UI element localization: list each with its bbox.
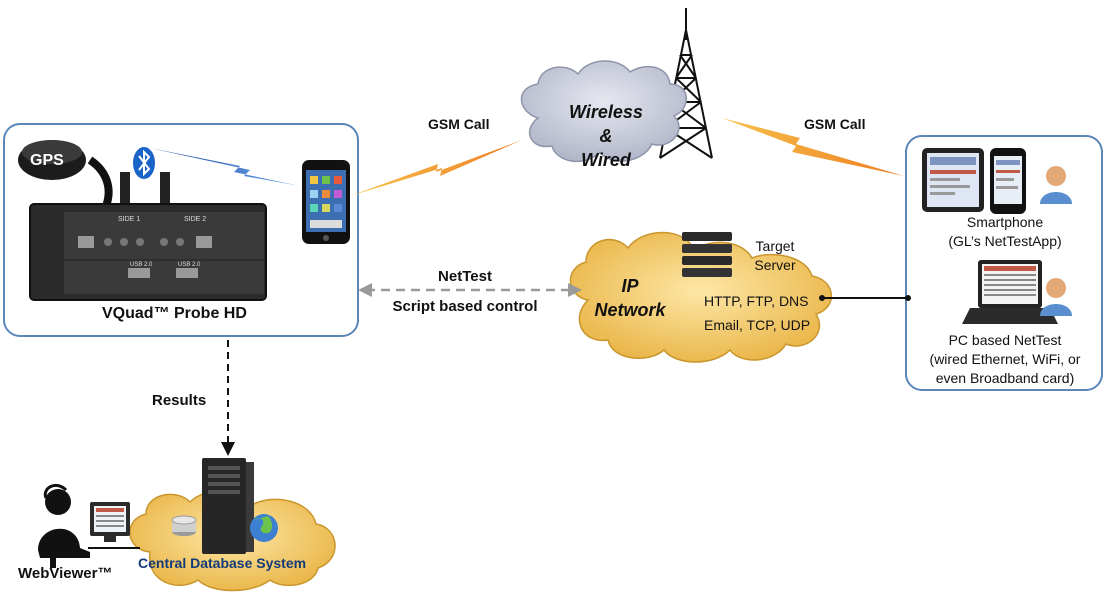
probe-device-icon	[29, 172, 267, 301]
database-label: Central Database System	[138, 555, 307, 571]
ip-protocols-line2: Email, TCP, UDP	[704, 317, 811, 333]
ip-to-pc-link	[819, 295, 911, 301]
webviewer-monitor-icon	[88, 502, 140, 549]
nettest-link	[358, 283, 582, 297]
phone-icon	[990, 148, 1026, 214]
gps-label: GPS	[30, 152, 64, 169]
globe-icon	[250, 514, 278, 542]
gsm-call-right-label: GSM Call	[804, 116, 866, 132]
pc-label-line2: (wired Ethernet, WiFi, or	[929, 351, 1081, 367]
usb2-label: USB 2.0	[178, 262, 201, 268]
ip-cloud-line2: Network	[594, 300, 666, 320]
side1-label: SIDE 1	[118, 216, 141, 223]
ip-cloud-line1: IP	[621, 276, 639, 296]
webviewer-operator-icon	[38, 484, 90, 568]
gps-antenna-icon	[18, 140, 113, 208]
wireless-cloud-line3: Wired	[581, 150, 631, 170]
target-server-icon	[682, 232, 732, 277]
ip-network-cloud	[569, 231, 833, 363]
laptop-icon	[962, 260, 1058, 324]
tablet-icon	[922, 148, 984, 212]
smartphone-label-line1: Smartphone	[966, 214, 1044, 230]
side2-label: SIDE 2	[184, 216, 207, 223]
smartphone-icon	[302, 160, 350, 244]
target-server-label-line2: Server	[754, 257, 796, 273]
ip-protocols-line1: HTTP, FTP, DNS	[704, 293, 809, 309]
bluetooth-icon	[133, 147, 155, 179]
database-server-icon	[202, 458, 254, 554]
probe-title: VQuad™ Probe HD	[102, 305, 247, 322]
wireless-cloud-line2: &	[599, 126, 613, 146]
gsm-link-left	[350, 140, 522, 196]
pc-label-line1: PC based NetTest	[948, 332, 1062, 348]
gsm-link-right	[722, 118, 904, 176]
nettest-label-line2: Script based control	[392, 298, 538, 315]
target-server-label-line1: Target	[755, 238, 795, 254]
smartphone-label-line2: (GL’s NetTestApp)	[948, 233, 1062, 249]
gsm-call-left-label: GSM Call	[428, 116, 490, 132]
pc-user-icon	[1040, 278, 1072, 316]
wireless-cloud-line1: Wireless	[569, 102, 643, 122]
results-label: Results	[152, 392, 207, 409]
webviewer-label: WebViewer™	[18, 565, 113, 582]
pc-label-line3: even Broadband card)	[935, 370, 1075, 386]
database-disk-icon	[171, 515, 197, 536]
user-icon	[1040, 166, 1072, 204]
results-link	[221, 340, 235, 456]
nettest-label-line1: NetTest	[438, 268, 492, 285]
wireless-cloud	[520, 60, 687, 163]
usb1-label: USB 2.0	[130, 262, 153, 268]
